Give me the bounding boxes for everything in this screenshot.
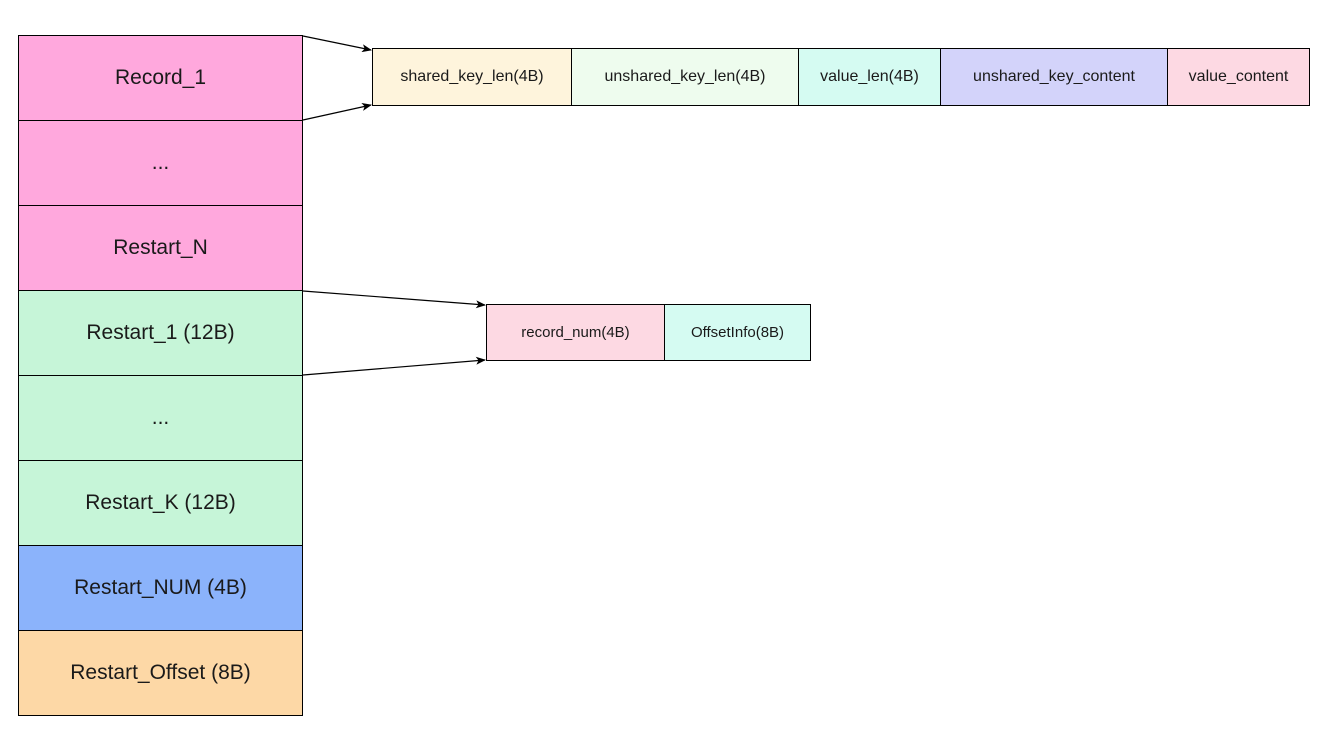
block-stack-restart-n: Restart_N — [18, 205, 303, 291]
block-stack-record-1: Record_1 — [18, 35, 303, 121]
block-stack-label: Restart_K (12B) — [85, 491, 236, 514]
block-stack-restart-offset: Restart_Offset (8B) — [18, 630, 303, 716]
block-stack-label: Restart_Offset (8B) — [70, 661, 251, 684]
restart-field-label: OffsetInfo(8B) — [690, 324, 785, 341]
record-field-value-content: value_content — [1167, 48, 1310, 106]
block-stack-restart-k: Restart_K (12B) — [18, 460, 303, 546]
restart-expand-arrow-top — [302, 290, 486, 309]
block-stack-records-ellipsis: ... — [18, 120, 303, 206]
restart-field-offset-info: OffsetInfo(8B) — [664, 304, 811, 361]
block-stack-restart-num: Restart_NUM (4B) — [18, 545, 303, 631]
record-field-unshared-key-content: unshared_key_content — [940, 48, 1168, 106]
restart-field-record-num: record_num(4B) — [486, 304, 665, 361]
block-stack-label: Record_1 — [114, 66, 207, 89]
block-stack-restarts-ellipsis: ... — [18, 375, 303, 461]
block-stack-restart-1: Restart_1 (12B) — [18, 290, 303, 376]
record-field-label: value_content — [1188, 68, 1289, 85]
record-expand-arrow-bottom — [302, 103, 372, 121]
block-stack-label: Restart_NUM (4B) — [74, 576, 247, 599]
record-expand-arrow-top — [302, 35, 372, 53]
record-field-label: unshared_key_content — [973, 68, 1135, 85]
record-field-label: value_len(4B) — [820, 68, 919, 85]
record-field-value-len: value_len(4B) — [798, 48, 941, 106]
block-stack-label: Restart_1 (12B) — [86, 321, 235, 344]
block-stack-label: ... — [151, 151, 170, 174]
block-stack-label: ... — [151, 406, 170, 429]
record-field-label: shared_key_len(4B) — [400, 68, 544, 85]
record-field-label: unshared_key_len(4B) — [604, 68, 766, 85]
record-field-shared-key-len: shared_key_len(4B) — [372, 48, 572, 106]
block-stack-label: Restart_N — [113, 236, 208, 259]
restart-expand-arrow-bottom — [302, 356, 486, 376]
record-field-unshared-key-len: unshared_key_len(4B) — [571, 48, 799, 106]
restart-field-label: record_num(4B) — [521, 324, 630, 341]
